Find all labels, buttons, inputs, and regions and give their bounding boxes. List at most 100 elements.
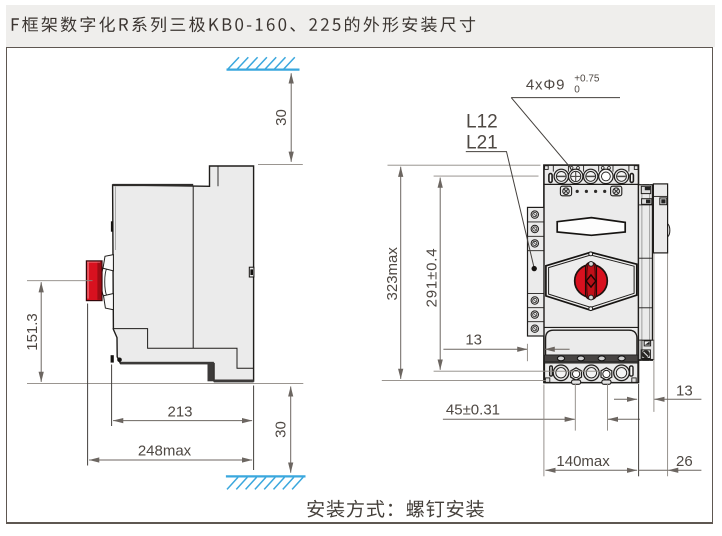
bottom-terminal-block — [543, 362, 639, 385]
terminal-screw — [582, 364, 600, 382]
dimension-text: 0 — [574, 85, 580, 96]
panel-screw-tab — [610, 185, 623, 197]
rotary-knob — [573, 261, 609, 301]
accessory-screw — [530, 224, 539, 234]
side-knob-bezel-tab-top — [102, 253, 114, 272]
drawing-rect — [646, 199, 651, 204]
drawing-path — [254, 476, 267, 490]
dim-30-top: 30 — [273, 109, 290, 126]
indicator-window — [556, 216, 627, 237]
drawing-circle — [600, 166, 605, 170]
drawing-ellipse — [576, 355, 586, 362]
drawing-path — [236, 56, 249, 70]
accessory-screw — [530, 310, 539, 319]
drawing-group: 291±0.4 — [423, 248, 440, 308]
drawing-rect — [661, 199, 666, 204]
drawing-rect — [637, 184, 653, 361]
drawing-path — [245, 476, 258, 490]
drawing-ellipse — [617, 355, 626, 362]
drawing-path — [272, 476, 286, 490]
drawing-circle — [555, 367, 567, 379]
drawing-circle — [588, 294, 594, 301]
dim-151-3: 151.3 — [24, 313, 41, 351]
drawing-circle — [588, 261, 594, 267]
title-glyphs — [11, 16, 476, 33]
panel-dot — [584, 189, 589, 193]
drawing-line — [533, 298, 537, 303]
drawing-rect — [526, 206, 545, 337]
drawing-path — [282, 476, 295, 490]
drawing-ellipse — [597, 355, 606, 362]
drawing-circle — [585, 367, 598, 379]
drawing-line — [533, 326, 537, 331]
panel-dot — [603, 189, 607, 193]
hatch-wall-bottom — [225, 475, 306, 490]
drawing-group: 30 — [273, 421, 290, 438]
front-dark-band — [544, 354, 639, 363]
panel-screw-tab — [559, 185, 573, 197]
drawing-rect — [631, 377, 637, 383]
terminal-screw — [582, 168, 599, 185]
panel-dot — [594, 189, 598, 193]
label-mounting-holes: 4xΦ9 +0.75 0 — [510, 74, 620, 169]
drawing-rect — [629, 172, 635, 184]
side-step-lines — [112, 328, 254, 369]
drawing-rect — [87, 261, 101, 263]
dimension-text: L21 — [466, 132, 498, 153]
dim-213: 213 — [167, 404, 192, 421]
right-accessory-strip — [637, 184, 653, 361]
terminal-screw — [613, 168, 630, 185]
dim-291: 291±0.4 — [423, 248, 440, 308]
drawing-line — [533, 227, 537, 231]
caption-glyphs — [307, 499, 484, 518]
drawing-line — [563, 188, 569, 194]
dim-45: 45±0.31 — [446, 402, 500, 419]
drawing-line — [643, 351, 649, 357]
drawing-rect — [97, 261, 102, 300]
side-bottom-band-rear — [213, 379, 254, 383]
drawing-line — [533, 312, 537, 317]
side-foot-screw — [117, 357, 122, 363]
drawing-circle — [588, 306, 594, 312]
dimension-text: 4xΦ9 — [526, 77, 565, 94]
drawing-path — [291, 476, 304, 490]
left-accessory-column — [526, 206, 545, 337]
drawing-rect — [570, 379, 582, 385]
dim-140max: 140max — [556, 453, 610, 470]
drawing-group: 151.3 — [24, 313, 41, 351]
side-foot-mark — [110, 355, 114, 363]
front-upper-panel — [556, 185, 627, 237]
drawing-rect — [644, 187, 651, 191]
drawing-circle — [572, 369, 581, 379]
drawing-path — [246, 56, 259, 70]
label-terminals: L12 L21 — [465, 111, 537, 272]
mounting-screw — [600, 367, 613, 385]
drawing-ellipse — [556, 355, 566, 362]
dim-13-left: 13 — [465, 332, 482, 349]
bottom-right-clip — [638, 339, 655, 361]
dim-13-right: 13 — [676, 383, 693, 400]
drawing-rect — [601, 379, 612, 385]
drawing-circle — [601, 171, 611, 182]
drawing-path — [667, 222, 671, 238]
drawing-rect — [652, 183, 669, 254]
drawing-path — [645, 341, 650, 345]
terminal-screw — [613, 364, 630, 382]
drawing-rect — [548, 172, 553, 184]
dim-26: 26 — [676, 453, 693, 470]
drawing-circle — [615, 367, 628, 379]
drawing-rect — [87, 261, 89, 299]
drawing-rect — [544, 377, 551, 383]
mounting-screw — [570, 367, 583, 385]
side-bottom-step — [207, 362, 214, 382]
drawing-path — [255, 56, 268, 70]
drawing-line — [613, 188, 619, 194]
drawing-circle — [588, 251, 594, 257]
terminal-screw — [598, 168, 614, 185]
drawing-rect — [633, 165, 639, 170]
accessory-screw — [530, 324, 539, 333]
accessory-screw — [530, 210, 539, 219]
dim-30-bottom: 30 — [273, 421, 290, 438]
